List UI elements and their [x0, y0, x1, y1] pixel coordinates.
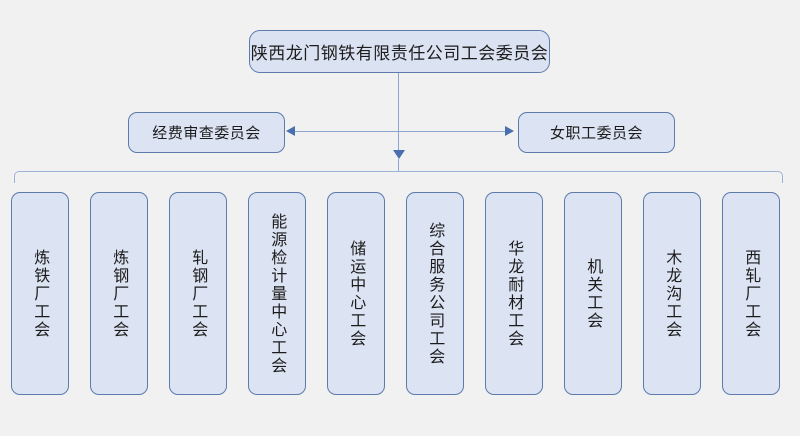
leaf-node-3[interactable]: 轧钢厂工会	[169, 192, 227, 395]
leaf-node-6[interactable]: 综合服务公司工会	[406, 192, 464, 395]
vertical-connector-stub	[398, 159, 400, 172]
left-arrow-icon	[286, 126, 295, 136]
leaf-node-8[interactable]: 机关工会	[564, 192, 622, 395]
leaf-node-label: 能源检计量中心工会	[268, 212, 288, 375]
leaf-node-9[interactable]: 木龙沟工会	[643, 192, 701, 395]
side-node-funds-review-committee[interactable]: 经费审查委员会	[128, 112, 285, 153]
side-node-right-label: 女职工委员会	[549, 124, 643, 142]
vertical-connector-line	[398, 73, 400, 151]
leaf-node-label: 储运中心工会	[347, 239, 367, 348]
root-node-union-committee[interactable]: 陕西龙门钢铁有限责任公司工会委员会	[249, 30, 550, 73]
leaf-node-10[interactable]: 西轧厂工会	[722, 192, 780, 395]
leaf-node-label: 炼钢厂工会	[110, 248, 130, 339]
leaf-node-label: 综合服务公司工会	[426, 221, 446, 366]
leaf-node-label: 华龙耐材工会	[505, 239, 525, 348]
leaf-node-label: 木龙沟工会	[663, 248, 683, 339]
leaf-node-label: 机关工会	[584, 257, 604, 330]
root-node-label: 陕西龙门钢铁有限责任公司工会委员会	[250, 44, 549, 64]
leaf-node-1[interactable]: 炼铁厂工会	[11, 192, 69, 395]
right-arrow-icon	[505, 126, 514, 136]
side-node-left-label: 经费审查委员会	[152, 124, 261, 142]
leaf-node-5[interactable]: 储运中心工会	[327, 192, 385, 395]
horizontal-connector-line	[292, 131, 512, 133]
down-arrow-icon	[393, 150, 405, 159]
leaf-node-2[interactable]: 炼钢厂工会	[90, 192, 148, 395]
leaf-node-7[interactable]: 华龙耐材工会	[485, 192, 543, 395]
leaf-node-label: 西轧厂工会	[742, 248, 762, 339]
leaf-node-label: 炼铁厂工会	[31, 248, 51, 339]
branch-bracket	[14, 171, 783, 183]
leaf-node-4[interactable]: 能源检计量中心工会	[248, 192, 306, 395]
side-node-women-workers-committee[interactable]: 女职工委员会	[518, 112, 675, 153]
leaf-node-label: 轧钢厂工会	[189, 248, 209, 339]
